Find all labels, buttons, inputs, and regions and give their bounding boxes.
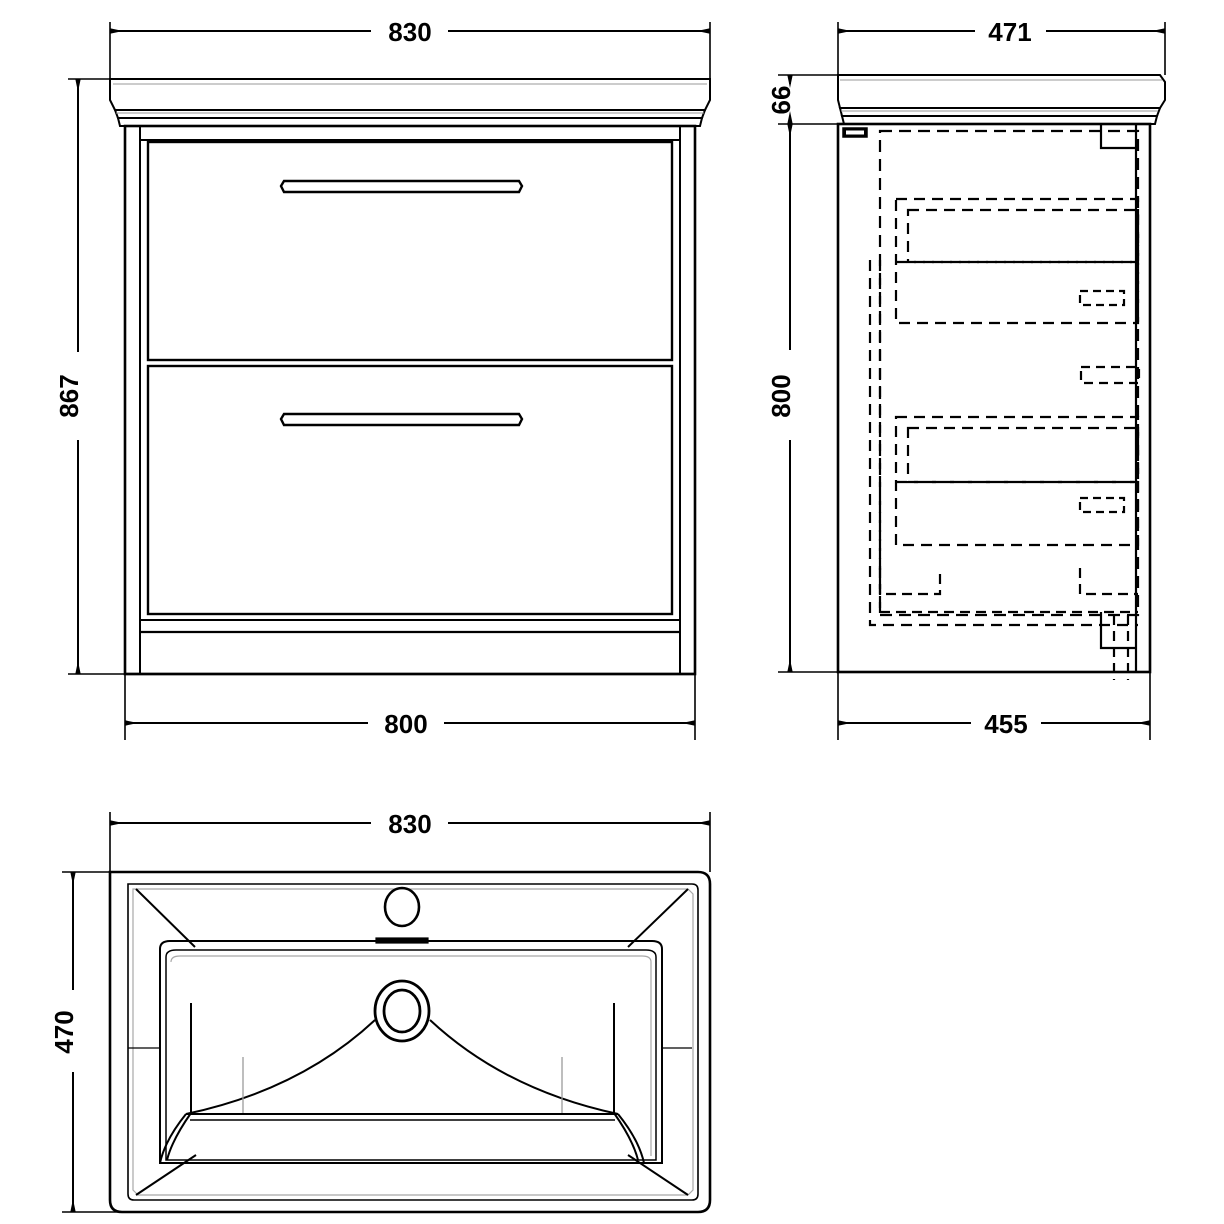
front-drawer-upper-handle[interactable] xyxy=(279,179,524,194)
basin-lower-wall-curves xyxy=(159,1112,645,1164)
basin-bowl-outline-inner xyxy=(165,949,657,1161)
front-countertop-shading xyxy=(113,83,707,114)
side-hidden-inner-panel xyxy=(868,260,1138,627)
side-hidden-drawer-upper-pull xyxy=(1078,289,1126,307)
basin-bowl-shading xyxy=(170,955,652,1156)
dim-side-depth-471: 471 xyxy=(837,17,1166,75)
dim-label-basin-depth: 470 xyxy=(49,1010,79,1053)
basin-rim-inner-shadow xyxy=(132,888,694,1196)
basin-plan-view: 830 470 xyxy=(49,809,712,1214)
dim-label-side-counter-height: 66 xyxy=(766,86,796,115)
front-drawer-lower[interactable] xyxy=(146,364,674,616)
dim-label-front-height: 867 xyxy=(54,374,84,417)
side-elevation-view: 471 66 800 455 xyxy=(766,17,1166,740)
dim-label-side-depth-bottom: 455 xyxy=(984,709,1027,739)
dim-label-front-width-top: 830 xyxy=(388,17,431,47)
basin-rim-inner xyxy=(127,883,699,1201)
basin-waste-outlet xyxy=(373,979,431,1043)
basin-bowl-outline xyxy=(159,940,663,1164)
dim-front-height-867: 867 xyxy=(54,78,133,675)
basin-outer-body xyxy=(108,870,712,1214)
dim-front-width-830: 830 xyxy=(109,17,711,79)
basin-corner-mitres xyxy=(135,888,689,1196)
front-elevation-view: 830 867 800 xyxy=(54,17,711,740)
basin-bowl-slope-lines xyxy=(185,1019,619,1115)
side-hidden-drawer-lower-pull xyxy=(1078,496,1126,514)
dim-basin-depth-470: 470 xyxy=(49,871,118,1213)
dim-front-width-800: 800 xyxy=(124,674,696,740)
dim-side-depth-455: 455 xyxy=(837,672,1151,740)
dim-label-side-depth-top: 471 xyxy=(988,17,1031,47)
side-hidden-base-detail xyxy=(878,568,1138,680)
front-cabinet-frame xyxy=(139,126,681,674)
front-drawer-upper[interactable] xyxy=(146,140,674,362)
dim-side-height-800: 800 xyxy=(766,124,845,673)
basin-wall-break-lines xyxy=(190,1003,615,1113)
side-hidden-drawer-lower xyxy=(894,415,1140,547)
basin-wall-break-lines-faint xyxy=(242,1057,563,1113)
side-hidden-centre-runner xyxy=(1079,365,1141,385)
basin-tap-hole xyxy=(383,886,421,928)
dim-label-basin-width: 830 xyxy=(388,809,431,839)
basin-overflow-slot xyxy=(375,937,429,944)
dim-label-side-height: 800 xyxy=(766,374,796,417)
side-countertop-shading xyxy=(840,79,1162,112)
front-drawer-lower-handle[interactable] xyxy=(279,412,524,427)
side-cabinet-body xyxy=(836,122,1152,674)
dim-basin-width-830: 830 xyxy=(109,809,711,872)
dim-label-front-width-bottom: 800 xyxy=(384,709,427,739)
side-hidden-drawer-upper xyxy=(894,197,1140,325)
side-countertop xyxy=(837,74,1166,125)
front-plinth xyxy=(125,630,695,676)
side-handle-profile xyxy=(842,127,868,138)
